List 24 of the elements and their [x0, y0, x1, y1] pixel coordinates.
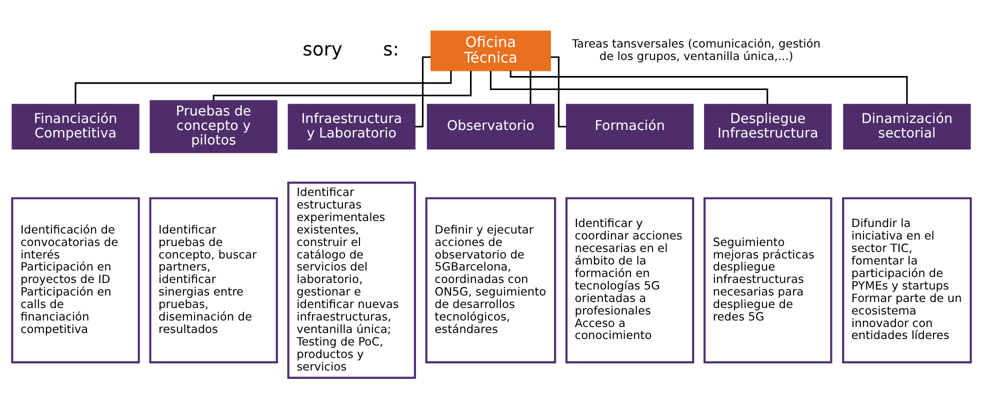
- label: s:: [383, 38, 400, 60]
- node-box: Observatorio: [426, 103, 555, 149]
- node-label: Tareas tansversales (comunicación, gestión de los grupos, ventanilla única,...): [572, 36, 821, 63]
- node-box: Difundir la iniciativa en el sector TIC, fomentar la participación de PYMEs y startups Formar parte de un ecosistema innovador con entidades líderes: [842, 196, 972, 363]
- connector: [415, 56, 431, 127]
- node-box: Identificar y coordinar acciones necesarias en el ámbito de la formación en tecnologías 5G orientadas a profesionales Acceso a conocimiento: [565, 196, 694, 363]
- connector: [510, 70, 908, 104]
- connector: [212, 70, 472, 100]
- node-box: Financiación Competitiva: [12, 103, 140, 149]
- node-box: Definir y ejecutar acciones de observatorio de 5GBarcelona, coordinadas con ON5G, seguimiento de desarrollos tecnológicos, estándares: [425, 196, 556, 363]
- node-box: Formación: [566, 103, 694, 149]
- connector: [550, 56, 566, 127]
- node-box: Despliegue Infraestructura: [704, 103, 832, 149]
- label: sory: [302, 38, 343, 60]
- node-box: Dinamización sectorial: [843, 103, 971, 149]
- connector: [530, 70, 532, 104]
- connector: [74, 70, 452, 104]
- node-box: Seguimiento mejoras prácticas despliegue infraestructuras necesarias para despliegue de redes 5G: [704, 196, 832, 363]
- node-box: Oficina Técnica: [430, 30, 551, 71]
- node-box: Identificar pruebas de concepto, buscar partners, identificar sinergias entre pruebas, diseminación de resultados: [149, 196, 278, 363]
- node-box: Pruebas de concepto y pilotos: [150, 100, 278, 153]
- node-box: Identificación de convocatorias de interés Participación en proyectos de ID Participación en calls de financiación competitiva: [11, 196, 140, 363]
- node-box: Infraestructura y Laboratorio: [288, 103, 416, 149]
- node-box: Identificar estructuras experimentales existentes, construir el catálogo de servicios del laboratorio, gestionar e identificar nuevas infraestructuras, ventanilla única; Testing de PoC, productos y servicios: [287, 181, 416, 378]
